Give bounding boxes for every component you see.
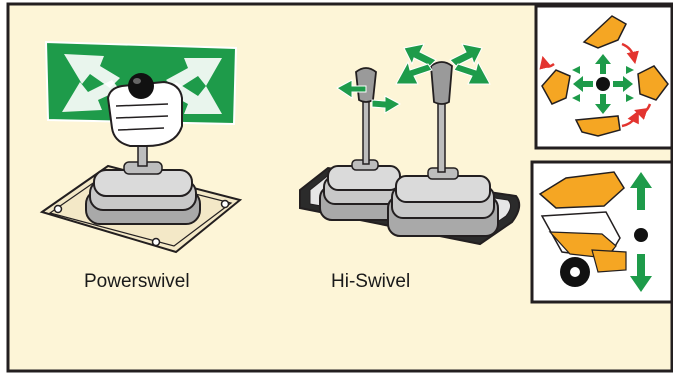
bolt (153, 239, 160, 246)
joystick-knob (128, 73, 154, 99)
bolt (222, 201, 229, 208)
right-lever-shaft (438, 100, 445, 172)
pivot-dot (634, 228, 648, 242)
center-dot (596, 77, 610, 91)
bucket-lift-icon (532, 162, 672, 302)
right-lever-grip (431, 62, 452, 104)
bolt (55, 206, 62, 213)
powerswivel-caption: Powerswivel (84, 271, 190, 293)
hi-swivel-caption: Hi-Swivel (331, 271, 410, 293)
left-lever-grip (356, 68, 376, 102)
bucket-rotation-icon (536, 6, 672, 148)
